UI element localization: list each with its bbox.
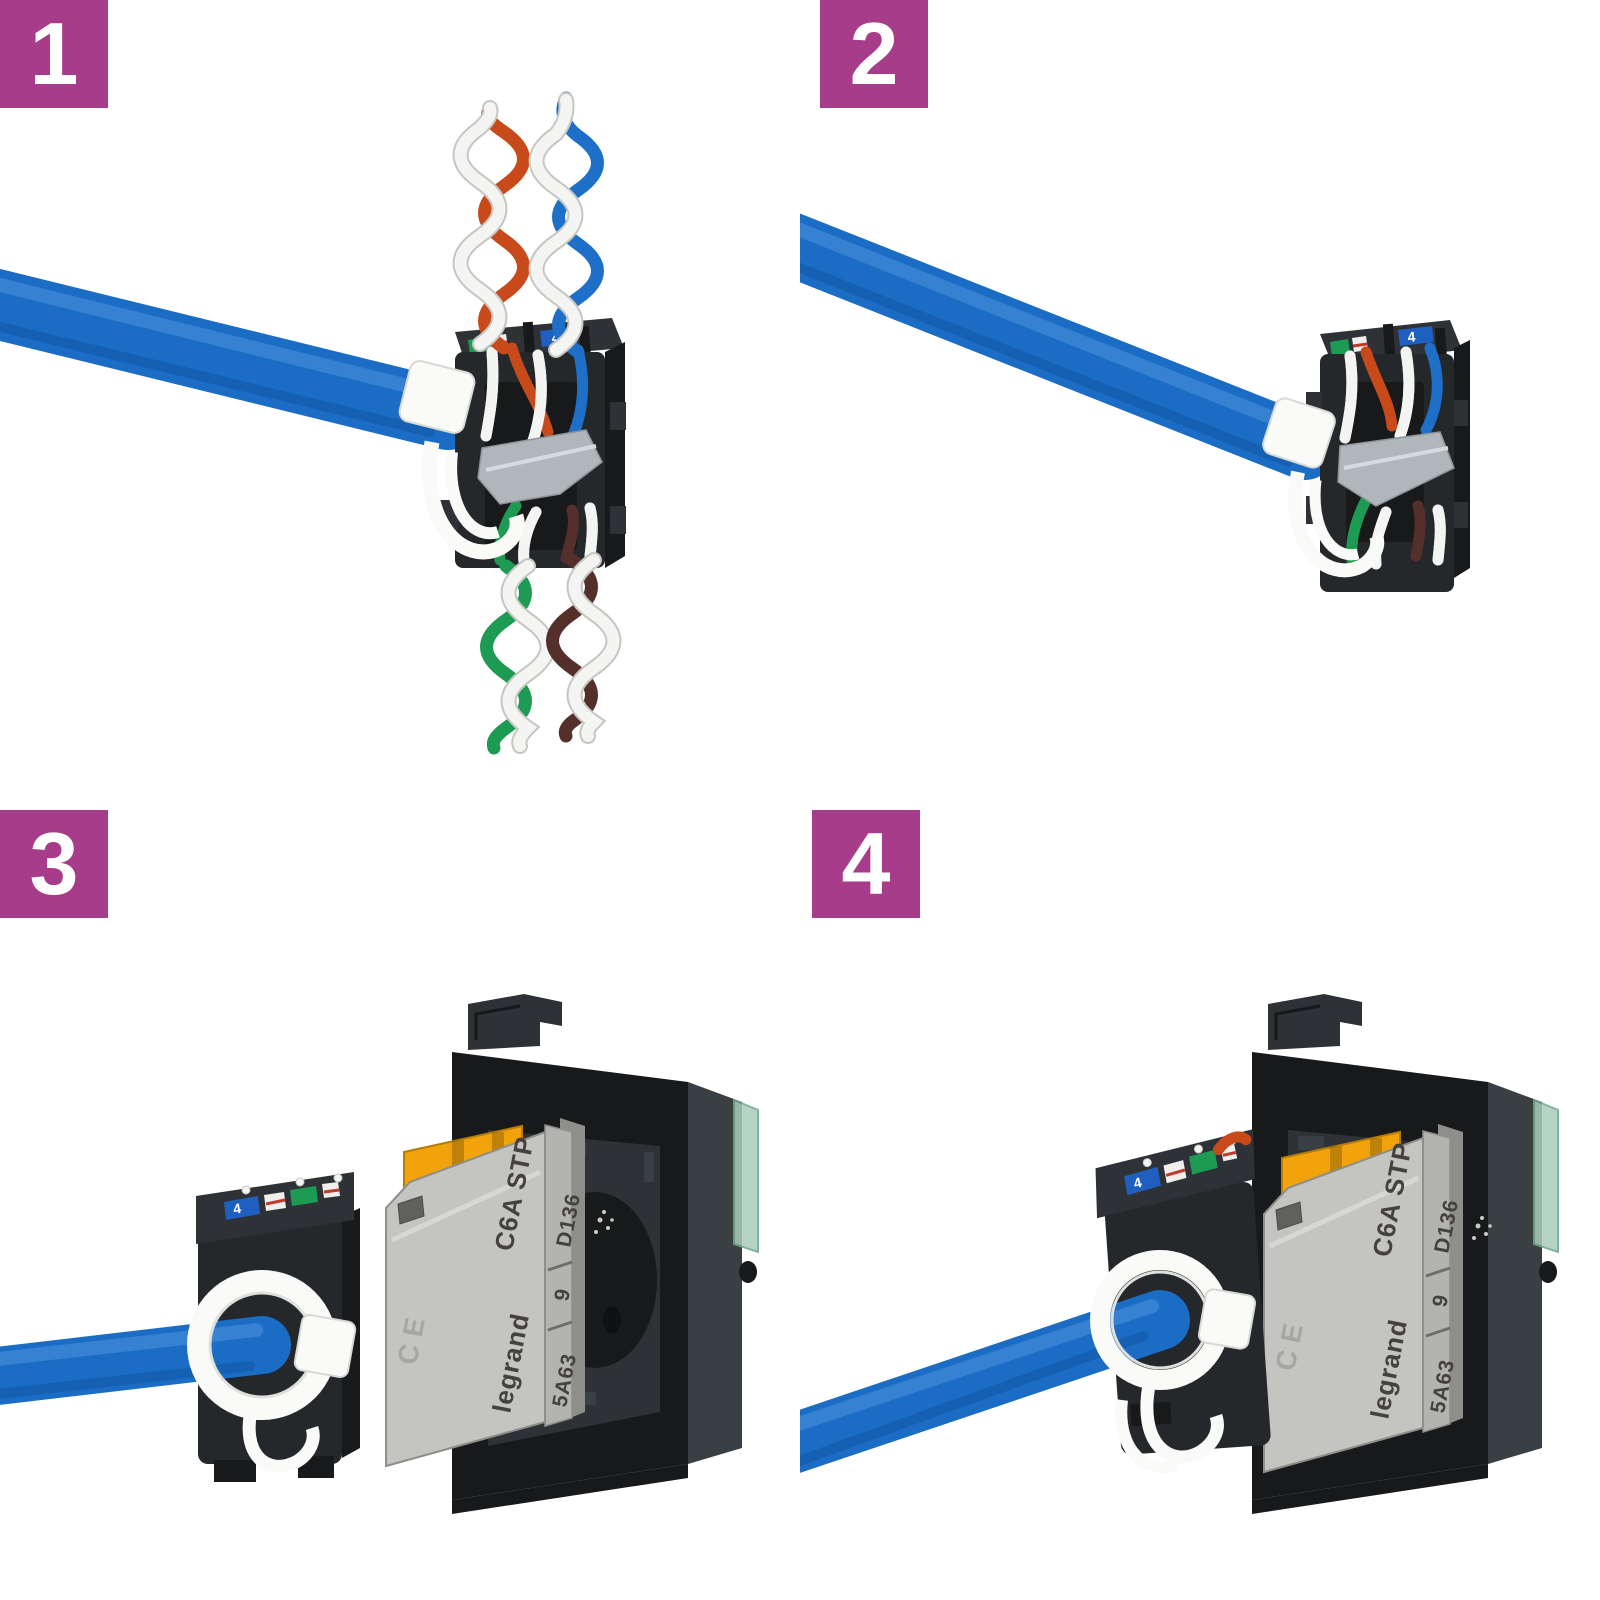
step-2-badge: 2	[820, 0, 928, 108]
blue-wire-label	[1398, 326, 1434, 346]
cap-label: 4	[1407, 328, 1416, 345]
foil-shield	[477, 429, 603, 505]
wire-tips	[241, 1173, 343, 1195]
rj45-metal-module	[1264, 1124, 1492, 1472]
step-1-panel: 4	[0, 0, 800, 800]
cable-clamp	[1090, 1250, 1257, 1474]
cable-clamp	[1262, 397, 1385, 578]
step-4-badge: 4	[812, 810, 920, 918]
twisted-pair-blue	[528, 91, 604, 359]
step-4-panel: 4	[800, 800, 1600, 1600]
blue-wire-label	[224, 1196, 260, 1220]
blue-wire-label	[1124, 1166, 1161, 1196]
twisted-pair-brown	[546, 552, 622, 744]
step-4-illustration: 4	[800, 992, 1560, 1516]
green-wire-label	[290, 1186, 318, 1206]
cable-clamp	[398, 360, 525, 560]
rj45-metal-module	[386, 1118, 614, 1466]
step-3-illustration: CE legrand C6A STP 5A63 9 D136	[0, 992, 760, 1516]
ethernet-cable	[800, 213, 1337, 480]
step-1-badge: 1	[0, 0, 108, 108]
cap-label: 4	[232, 1200, 242, 1217]
ethernet-cable	[0, 268, 483, 450]
step-2-panel: 4	[800, 0, 1600, 800]
cable-clamp	[187, 1270, 357, 1473]
green-wire-label	[1330, 339, 1350, 356]
step-1-illustration: 4	[0, 91, 626, 755]
twisted-pair-orange	[452, 100, 530, 355]
step-3-panel: CE legrand C6A STP 5A63 9 D136	[0, 800, 800, 1600]
step-2-illustration: 4	[800, 213, 1470, 592]
cap-label: 4	[1132, 1174, 1144, 1191]
twisted-pair-green	[480, 558, 556, 755]
step-3-badge: 3	[0, 810, 108, 918]
green-wire-label	[1188, 1149, 1218, 1175]
